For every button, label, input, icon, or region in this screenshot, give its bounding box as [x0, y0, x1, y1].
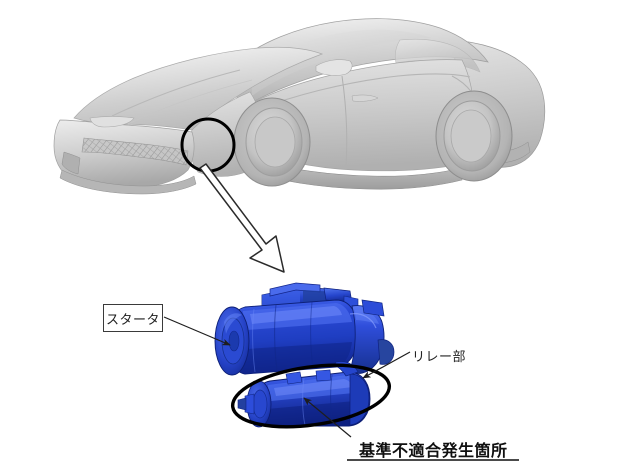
car-lower-intake — [61, 151, 81, 175]
car-rocker-sill — [245, 157, 463, 190]
car-mirror — [315, 59, 353, 76]
car-hood-crease-1 — [111, 69, 241, 117]
starter-label-leader — [163, 316, 231, 346]
fault-label-underline — [347, 459, 519, 461]
starter-motor-3d-model — [214, 282, 395, 428]
relay-label-leader — [362, 351, 411, 379]
fault-label-leader — [303, 397, 352, 438]
relay-solenoid-cylinder — [237, 369, 371, 428]
detail-zoom-arrow — [199, 163, 285, 273]
relay-label: リレー部 — [412, 349, 467, 364]
car-hood-crease-2 — [127, 79, 253, 125]
car-door-shutline — [341, 75, 348, 167]
car-windshield — [252, 29, 432, 96]
starter-label-box: スタータ — [103, 304, 163, 332]
car-front-lip — [59, 169, 197, 195]
fault-label: 基準不適合発生箇所 — [359, 441, 508, 460]
drive-end-housing — [349, 299, 395, 374]
car-rear-wheel — [435, 90, 513, 182]
defect-location-ellipse — [230, 363, 392, 429]
car-door-handle — [351, 94, 379, 102]
car-front-wheel — [233, 97, 311, 187]
car-headlamp — [89, 116, 135, 128]
car-hood — [73, 46, 324, 131]
